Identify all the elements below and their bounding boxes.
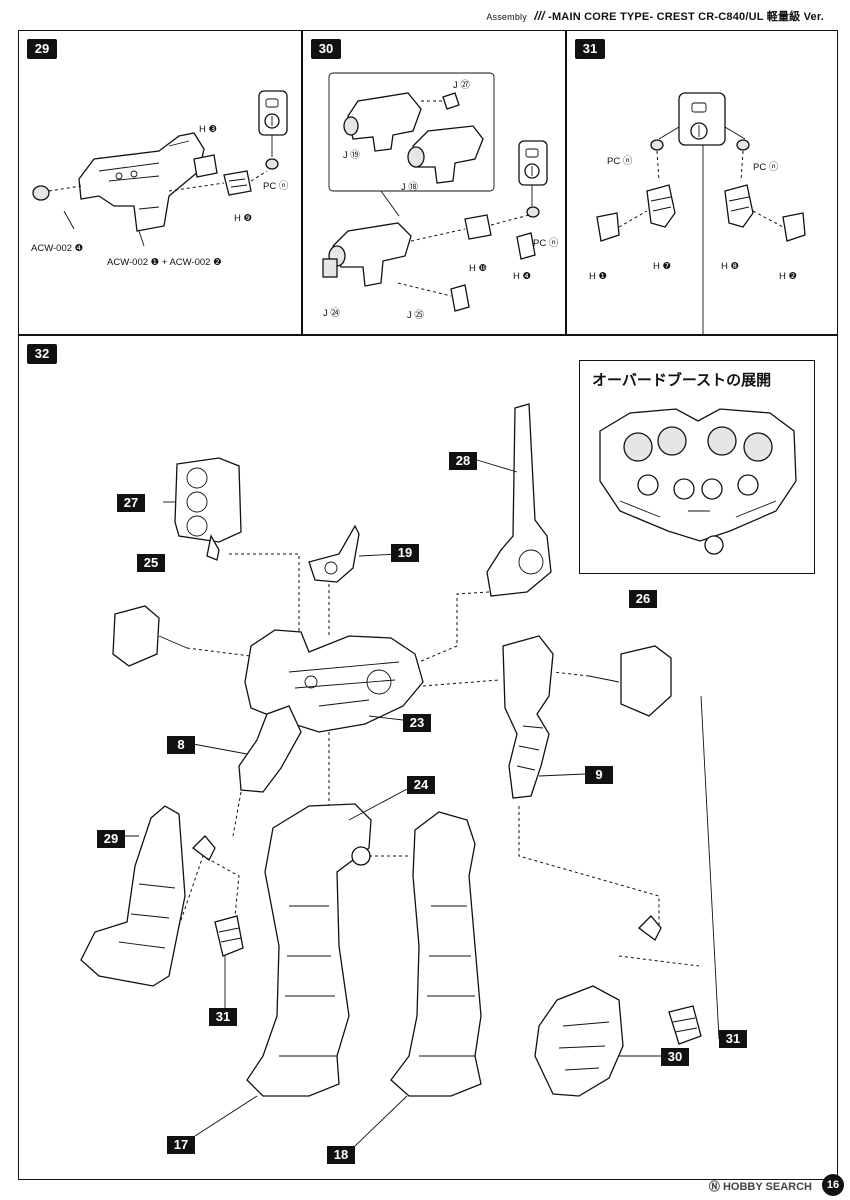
callout-25: 25	[137, 554, 165, 572]
label-pc-n-right: PC ⓝ	[753, 162, 779, 173]
label-pc-n-left: PC ⓝ	[607, 156, 633, 167]
callout-18: 18	[327, 1146, 355, 1164]
callout-29: 29	[97, 830, 125, 848]
label-h9: H ❾	[234, 213, 253, 224]
step-29-panel: 29 H ❸ H ❾ PC ⓝ ACW-002 ❹ ACW-002 ❶ + AC…	[18, 30, 302, 335]
callout-31-right: 31	[719, 1030, 747, 1048]
step-32-panel: 32 オーバードブーストの展開	[18, 335, 838, 1180]
label-j18: J ⑱	[401, 182, 418, 193]
watermark: Ⓝ HOBBY SEARCH	[708, 1181, 812, 1193]
label-pc-n: PC ⓝ	[533, 238, 559, 249]
callout-26: 26	[629, 590, 657, 608]
step-number: 29	[27, 39, 57, 59]
callout-30: 30	[661, 1048, 689, 1066]
callout-23: 23	[403, 714, 431, 732]
label-h7: H ❼	[653, 261, 672, 272]
label-h3: H ❸	[199, 124, 218, 135]
step-30-illustration	[322, 72, 548, 312]
page-number: 16	[822, 1174, 844, 1196]
label-acw-4: ACW-002 ❹	[31, 243, 84, 254]
callout-9: 9	[585, 766, 613, 784]
header-title-line: Assembly /// -MAIN CORE TYPE- CREST CR-C…	[486, 8, 824, 24]
label-j19: J ⑲	[343, 150, 360, 161]
label-j27: J ㉗	[453, 80, 470, 91]
step-number: 31	[575, 39, 605, 59]
label-h10: H ❿	[469, 263, 488, 274]
product-title: -MAIN CORE TYPE- CREST CR-C840/UL 軽量級 Ve…	[548, 11, 824, 23]
label-h2: H ❷	[779, 271, 798, 282]
label-j24: J ㉔	[323, 308, 340, 319]
step-31-illustration	[596, 92, 806, 336]
step-29-illustration	[32, 90, 288, 247]
label-acw-1-2: ACW-002 ❶ + ACW-002 ❷	[107, 257, 222, 268]
step-30-panel: 30 J ㉗ J ⑲ J ⑱ PC ⓝ H ❿ H ❹	[302, 30, 566, 335]
callout-27: 27	[117, 494, 145, 512]
page-header: Assembly /// -MAIN CORE TYPE- CREST CR-C…	[0, 0, 850, 30]
callout-8: 8	[167, 736, 195, 754]
callout-24: 24	[407, 776, 435, 794]
label-h4: H ❹	[513, 271, 532, 282]
inset-title: オーバードブーストの展開	[592, 371, 772, 389]
label-j25: J ㉕	[407, 310, 424, 321]
overboost-inset: オーバードブーストの展開	[579, 360, 815, 574]
series-logo: ///	[534, 9, 545, 23]
label-h8: H ❽	[721, 261, 740, 272]
step-number: 32	[27, 344, 57, 364]
step-number: 30	[311, 39, 341, 59]
label-h1: H ❶	[589, 271, 608, 282]
label-pc-n: PC ⓝ	[263, 181, 289, 192]
main-assembly-illustration	[80, 403, 720, 1147]
callout-19: 19	[391, 544, 419, 562]
assembly-label: Assembly	[486, 12, 527, 22]
overboost-illustration	[599, 408, 797, 555]
callout-17: 17	[167, 1136, 195, 1154]
step-31-panel: 31 PC ⓝ PC ⓝ H ❶ H ❼ H ❽ H ❷	[566, 30, 838, 336]
callout-31-left: 31	[209, 1008, 237, 1026]
callout-28: 28	[449, 452, 477, 470]
